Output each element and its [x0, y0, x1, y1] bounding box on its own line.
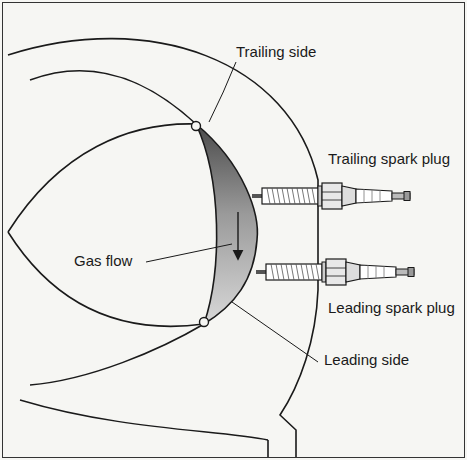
apex-seal [200, 318, 209, 327]
housing-flange [267, 440, 269, 457]
leader-line [209, 62, 236, 122]
rotor-flank [8, 232, 204, 326]
trochoid-surface [30, 71, 257, 385]
spark-plug [256, 259, 414, 285]
rotor-flank [8, 124, 196, 232]
rotor-face [196, 124, 217, 324]
leader-line [232, 302, 318, 362]
housing-outer [8, 39, 318, 457]
part-label: Trailing side [234, 44, 318, 61]
apex-seal [192, 122, 201, 131]
leader-line [146, 244, 232, 262]
gas-region [196, 124, 257, 324]
part-label: Trailing spark plug [326, 151, 452, 168]
housing-lower [20, 400, 268, 440]
part-label: Gas flow [72, 253, 134, 270]
part-label: Leading spark plug [326, 300, 457, 317]
spark-plug [252, 183, 410, 209]
frame [3, 3, 465, 458]
part-label: Leading side [322, 352, 411, 369]
flow-arrow [237, 212, 238, 258]
